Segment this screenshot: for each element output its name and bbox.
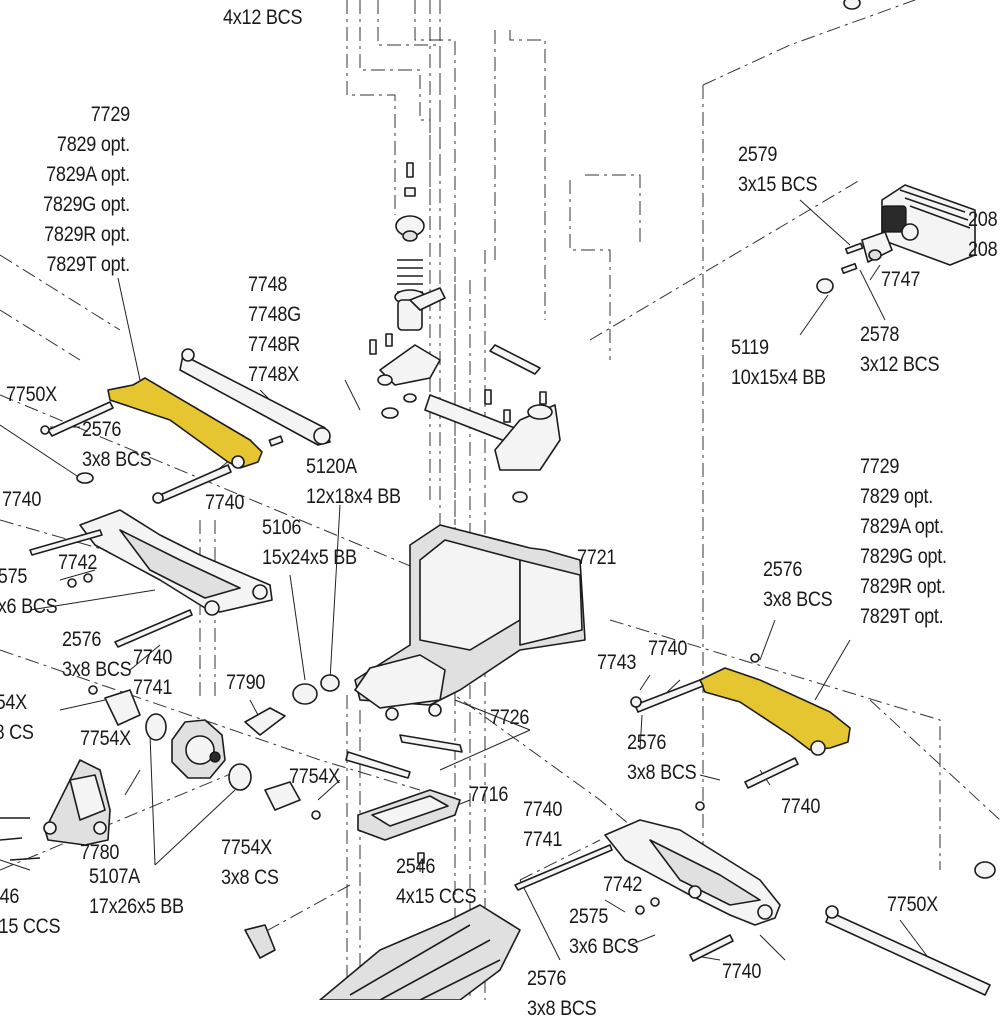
callout-7743: 7743 bbox=[597, 651, 637, 674]
left-lower-arm bbox=[29, 509, 273, 648]
callout-7740-right-mid: 7740 bbox=[781, 795, 821, 818]
differential-and-outdrives bbox=[88, 674, 340, 820]
callout-7740-right-bottom: 7740 bbox=[722, 960, 762, 983]
callout-7716: 7716 bbox=[469, 783, 509, 806]
callout-7740-right-top: 7740 bbox=[648, 637, 688, 660]
callout-7729-left: 7729 7829 opt. 7829A opt. 7829G opt. 782… bbox=[43, 103, 130, 276]
callout-7742-right: 7742 bbox=[603, 873, 643, 896]
servo-assembly bbox=[816, 184, 976, 294]
callout-7742-left: 7742 bbox=[58, 551, 98, 574]
callout-7754x-bottom: 7754X 3x8 CS bbox=[221, 836, 279, 889]
gearbox-housing-7780 bbox=[0, 759, 111, 861]
left-upper-arm-highlighted bbox=[40, 377, 284, 504]
callout-2575-left: 2575 3x6 BCS bbox=[0, 565, 58, 618]
callout-2579: 2579 3x15 BCS bbox=[738, 143, 818, 196]
callout-7721: 7721 bbox=[577, 546, 617, 569]
callout-2576-bottom: 2576 3x8 BCS bbox=[527, 967, 597, 1020]
top-right-part bbox=[843, 0, 861, 10]
callout-208: 208 208 bbox=[968, 208, 998, 261]
callout-2576-right-top: 2576 3x8 BCS bbox=[763, 558, 833, 611]
callout-5120a: 5120A 12x18x4 BB bbox=[306, 455, 401, 508]
callout-7726: 7726 bbox=[490, 706, 530, 729]
callout-5107a: 5107A 17x26x5 BB bbox=[89, 865, 184, 918]
center-small-parts bbox=[244, 734, 521, 1001]
callout-2575-right: 2575 3x6 BCS bbox=[569, 905, 639, 958]
callout-2578: 2578 3x12 BCS bbox=[860, 323, 940, 376]
callout-5106: 5106 15x24x5 BB bbox=[262, 516, 357, 569]
callout-7750x-left: 7750X bbox=[6, 383, 57, 406]
callout-7780: 7780 bbox=[80, 841, 120, 864]
shock-and-steering-assembly bbox=[369, 162, 561, 503]
callout-7740-left-mid: 7740 bbox=[205, 491, 245, 514]
callout-top-4x12: 4x12 BCS bbox=[223, 6, 303, 29]
callout-7729-right: 7729 7829 opt. 7829A opt. 7829G opt. 782… bbox=[860, 455, 947, 628]
callout-7747: 7747 bbox=[881, 268, 921, 291]
right-upper-arm-highlighted bbox=[630, 653, 851, 811]
callout-5119: 5119 10x15x4 BB bbox=[731, 336, 826, 389]
callout-7748: 7748 7748G 7748R 7748X bbox=[248, 273, 301, 386]
callout-7740-left-top: 7740 bbox=[2, 488, 42, 511]
callout-7740-7741-center: 7740 7741 bbox=[523, 798, 563, 851]
callout-7740-7741-left: 7740 7741 bbox=[133, 646, 173, 699]
callout-7754x-left: 7754X bbox=[80, 727, 131, 750]
callout-2546-center: 2546 4x15 CCS bbox=[396, 855, 477, 908]
callout-2546-left: 2546 4x15 CCS bbox=[0, 885, 61, 938]
callout-7754x-left-cs: 7754X 3x8 CS bbox=[0, 691, 34, 744]
callout-2576-left: 2576 3x8 BCS bbox=[82, 418, 152, 471]
diagram-drawing bbox=[0, 0, 1000, 1001]
chassis-bulkhead-7721 bbox=[354, 524, 586, 721]
callout-7754x-center: 7754X bbox=[289, 765, 340, 788]
callout-2576-left2: 2576 3x8 BCS bbox=[62, 628, 132, 681]
callout-7790: 7790 bbox=[226, 671, 266, 694]
assembly-guide-lines bbox=[0, 0, 1000, 1000]
callout-2576-right-mid: 2576 3x8 BCS bbox=[627, 731, 697, 784]
callout-7750x-right: 7750X bbox=[887, 893, 938, 916]
right-lower-arm bbox=[514, 819, 996, 996]
turnbuckle-7748 bbox=[179, 348, 331, 446]
